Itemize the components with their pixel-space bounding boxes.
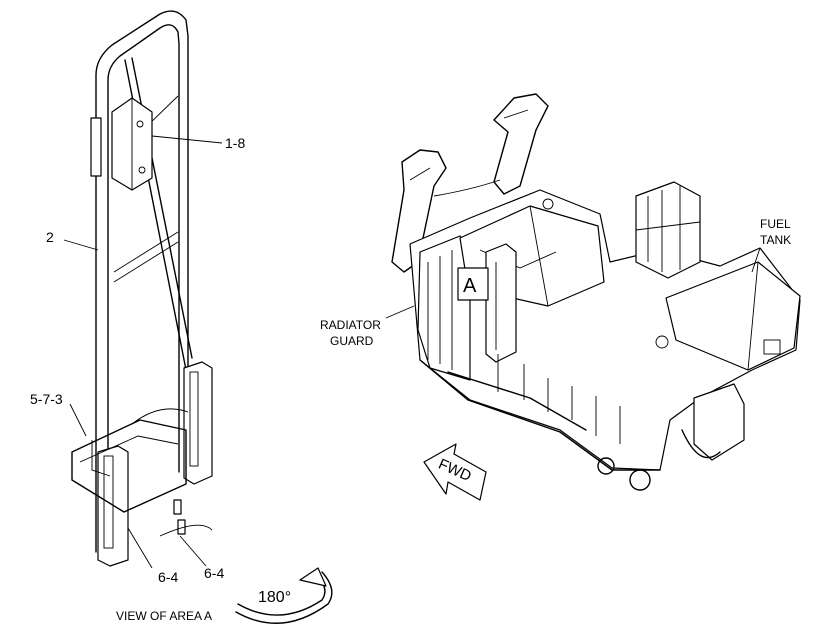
view-caption: VIEW OF AREA A (116, 609, 212, 623)
label-area-a: A (463, 275, 477, 297)
radiator-guard-leader (385, 305, 415, 319)
label-radiator: RADIATOR (320, 318, 381, 332)
label-part-6-4-right: 6-4 (204, 565, 224, 581)
fuel-tank-leader (751, 247, 761, 273)
label-guard: GUARD (330, 334, 374, 348)
label-part-5-7-3: 5-7-3 (30, 391, 63, 407)
label-rotation: 180° (258, 589, 291, 606)
guard-frame-detail (63, 10, 223, 569)
label-part-2: 2 (46, 229, 54, 245)
fwd-arrow (423, 443, 487, 501)
label-part-1-8: 1-8 (225, 135, 245, 151)
machine-illustration (391, 93, 801, 491)
label-tank: TANK (760, 233, 791, 247)
label-fuel: FUEL (760, 217, 791, 231)
label-part-6-4-left: 6-4 (158, 569, 178, 585)
rotation-arrow (235, 567, 333, 624)
